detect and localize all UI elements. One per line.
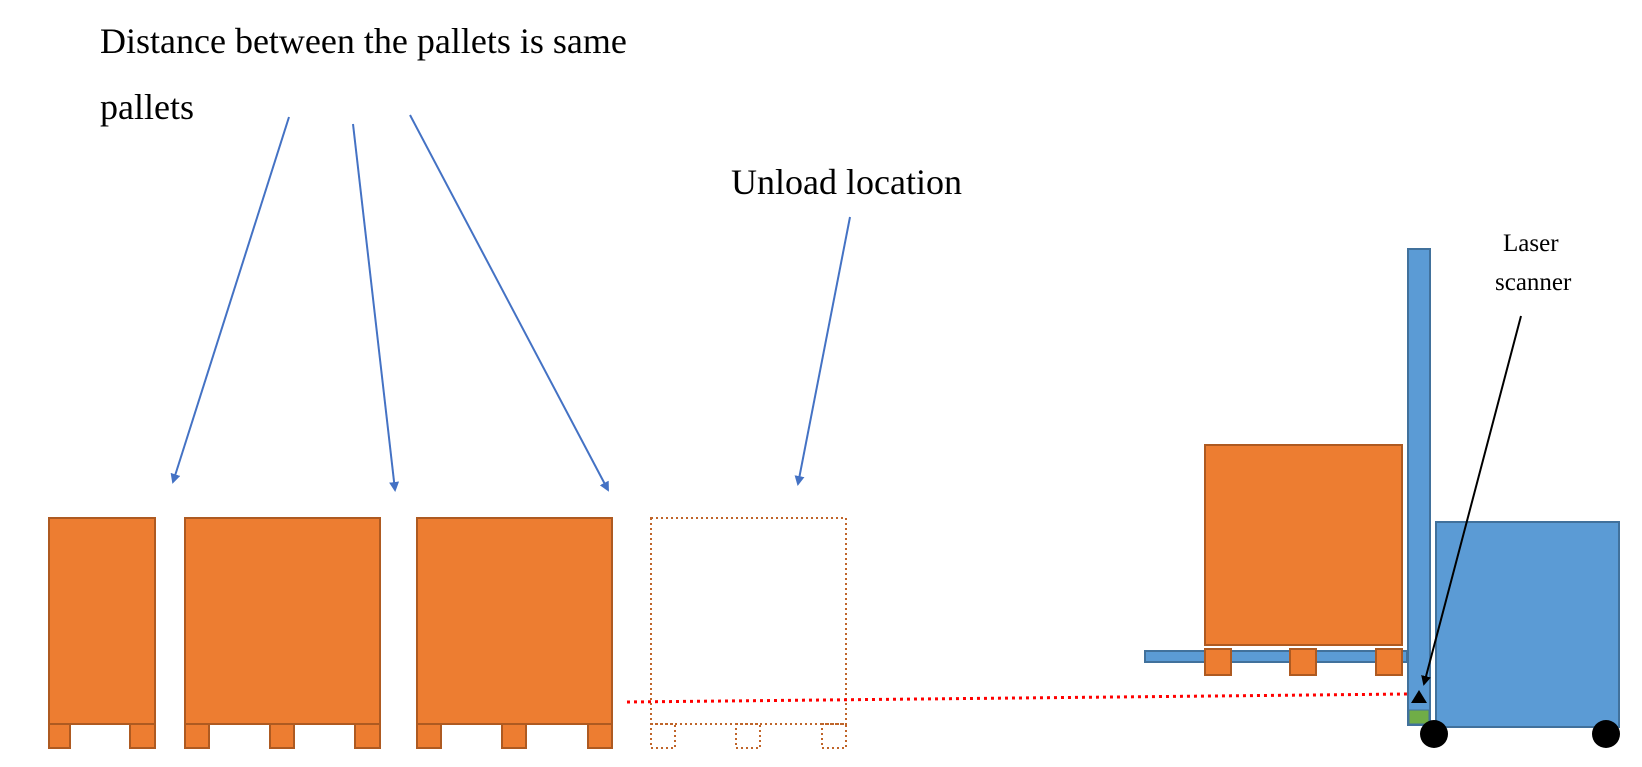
forklift: [1407, 248, 1620, 748]
carried-pallet-foot-right: [1375, 648, 1403, 676]
carried-pallet-foot-left: [1204, 648, 1232, 676]
arrow-to-pallet-1: [170, 116, 290, 484]
pallet-2-foot-left: [184, 723, 210, 749]
forklift-fork: [1144, 650, 1408, 663]
pallet-1-foot-left: [48, 723, 71, 749]
laser-label-line-1: Laser: [1503, 230, 1559, 257]
laser-beam: [626, 692, 1409, 704]
pallet-3-foot-right: [587, 723, 613, 749]
unload-location-label: Unload location: [731, 162, 962, 202]
laser-label-line-2: scanner: [1495, 269, 1572, 296]
carried-pallet: [1144, 444, 1408, 676]
arrow-to-unload-location: [794, 216, 851, 486]
arrow-to-pallet-2: [352, 123, 400, 492]
unload-placeholder-foot-right: [821, 723, 847, 749]
pallet-2-foot-right: [354, 723, 381, 749]
unload-placeholder: [650, 517, 847, 749]
laser-sensor-base: [1408, 709, 1430, 725]
pallet-3-foot-middle: [501, 723, 527, 749]
arrow-to-pallet-3: [409, 114, 609, 492]
scanner-head-icon: [1411, 690, 1427, 703]
carried-pallet-foot-middle: [1289, 648, 1317, 676]
wheel-rear-icon: [1592, 720, 1620, 748]
pointer-to-laser-scanner: [1421, 315, 1522, 686]
wheel-front-icon: [1420, 720, 1448, 748]
pallet-2: [184, 517, 381, 749]
pallets-label: pallets: [100, 87, 194, 127]
forklift-body: [1435, 521, 1620, 728]
unload-placeholder-foot-left: [650, 723, 676, 749]
unload-placeholder-box: [650, 517, 847, 725]
pallet-3-box: [416, 517, 613, 725]
carried-pallet-box: [1204, 444, 1403, 646]
distance-title: Distance between the pallets is same: [100, 21, 627, 61]
pallet-1-foot-right: [129, 723, 156, 749]
pallet-3-foot-left: [416, 723, 442, 749]
unload-placeholder-foot-middle: [735, 723, 761, 749]
pallet-1-box: [48, 517, 156, 725]
pallet-2-box: [184, 517, 381, 725]
forklift-mast: [1407, 248, 1431, 726]
pallet-3: [416, 517, 613, 749]
pallet-2-foot-middle: [269, 723, 295, 749]
pallet-1: [48, 517, 156, 749]
